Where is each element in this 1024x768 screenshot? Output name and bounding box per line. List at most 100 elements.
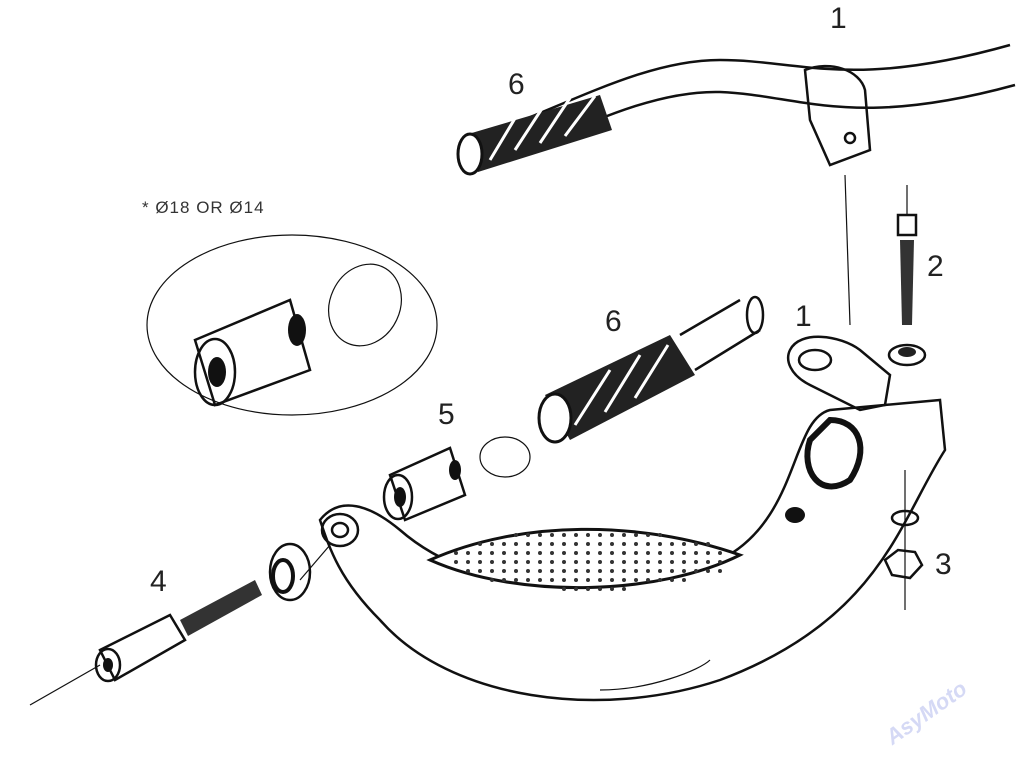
nut-and-washer: [883, 470, 924, 610]
grip-dot: [706, 569, 710, 573]
grip-dot: [562, 542, 566, 546]
grip-dot: [574, 551, 578, 555]
grip-dot: [478, 542, 482, 546]
grip-dot: [694, 551, 698, 555]
bolt-short: [887, 185, 927, 367]
grip-dot: [538, 560, 542, 564]
grip-dot: [694, 542, 698, 546]
grip-dot: [622, 560, 626, 564]
grip-dot: [586, 587, 590, 591]
grip-dot: [586, 560, 590, 564]
grip-dot: [598, 533, 602, 537]
grip-dot: [610, 533, 614, 537]
grip-dot: [526, 542, 530, 546]
grip-dot: [646, 560, 650, 564]
grip-dot: [634, 560, 638, 564]
grip-dot: [718, 560, 722, 564]
label-bolt-long: 4: [150, 565, 167, 598]
grip-dot: [646, 533, 650, 537]
label-grip-top: 6: [508, 68, 525, 101]
handlebar-end: [745, 295, 765, 335]
grip-dot: [478, 569, 482, 573]
grip-dot: [526, 533, 530, 537]
grip-dot: [502, 551, 506, 555]
grip-dot: [526, 560, 530, 564]
grip-dot: [610, 569, 614, 573]
grip-dot: [610, 542, 614, 546]
grip-dot: [586, 533, 590, 537]
label-insert: 5: [438, 398, 455, 431]
grip-dot: [502, 560, 506, 564]
grip-dot: [694, 569, 698, 573]
grip-dot: [502, 569, 506, 573]
grip-dot: [598, 569, 602, 573]
grip-dot: [634, 551, 638, 555]
grip-dot: [490, 569, 494, 573]
grip-dot: [586, 551, 590, 555]
handlebar-bottom: [679, 298, 761, 372]
grip-dot: [574, 578, 578, 582]
grip-dot: [706, 542, 710, 546]
grip-dot: [622, 551, 626, 555]
label-nut-washer: 3: [935, 548, 952, 581]
grip-dot: [610, 578, 614, 582]
grip-dot: [670, 542, 674, 546]
grip-dot: [538, 551, 542, 555]
grip-dot: [634, 533, 638, 537]
grip-dot: [622, 569, 626, 573]
grip-dot: [610, 551, 614, 555]
grip-dot: [526, 569, 530, 573]
grip-dot: [610, 587, 614, 591]
grip-dot: [550, 542, 554, 546]
clamp-top: [803, 64, 872, 167]
grip-dot: [646, 551, 650, 555]
grip-dot: [478, 560, 482, 564]
grip-dot: [466, 569, 470, 573]
grip-dot: [574, 533, 578, 537]
diameter-note: * Ø18 OR Ø14: [142, 198, 265, 217]
grip-dot: [598, 578, 602, 582]
label-clamp-bottom: 1: [795, 300, 812, 333]
grip-dot: [466, 551, 470, 555]
grip-dot: [538, 542, 542, 546]
grip-dot: [454, 560, 458, 564]
grip-dot: [646, 578, 650, 582]
dot-pattern: [454, 533, 722, 591]
grip-top: [456, 95, 612, 176]
grip-dot: [586, 542, 590, 546]
grip-dot: [670, 551, 674, 555]
grip-dot: [490, 551, 494, 555]
grip-dot: [622, 542, 626, 546]
grip-dot: [574, 560, 578, 564]
label-clamp-top: 1: [830, 2, 847, 35]
grip-dot: [526, 578, 530, 582]
grip-dot: [550, 569, 554, 573]
grip-dot: [502, 542, 506, 546]
grip-dot: [598, 551, 602, 555]
bolt-long: [29, 542, 331, 706]
grip-dot: [562, 551, 566, 555]
grip-dot: [682, 542, 686, 546]
grip-dot: [682, 569, 686, 573]
handlebar-top: [469, 43, 1016, 172]
grip-dot: [646, 569, 650, 573]
grip-dot: [682, 578, 686, 582]
grip-dot: [598, 542, 602, 546]
grip-dot: [478, 551, 482, 555]
grip-dot: [658, 551, 662, 555]
grip-dot: [490, 560, 494, 564]
grip-dot: [658, 578, 662, 582]
grip-dot: [562, 569, 566, 573]
grip-dot: [514, 551, 518, 555]
grip-dot: [514, 533, 518, 537]
grip-dot: [658, 542, 662, 546]
grip-dot: [514, 569, 518, 573]
grip-dot: [574, 542, 578, 546]
grip-dot: [646, 542, 650, 546]
spacer-plug: [479, 436, 531, 478]
grip-dot: [622, 533, 626, 537]
grip-dot: [454, 551, 458, 555]
detail-oval: [146, 234, 438, 416]
grip-dot: [682, 551, 686, 555]
